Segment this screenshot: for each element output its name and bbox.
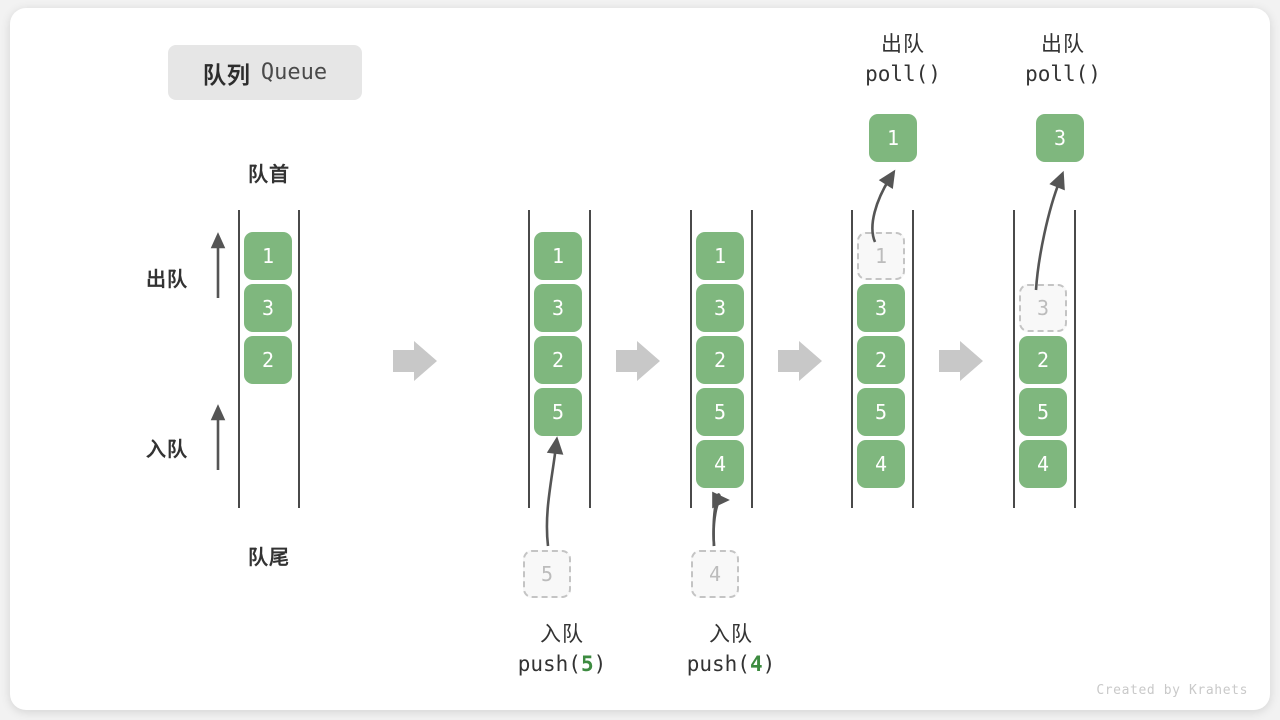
caption-push-4-code: push(4) <box>631 650 831 680</box>
queue-cell-new: 4 <box>696 440 744 488</box>
diagram-card <box>10 8 1270 710</box>
incoming-ghost-box: 4 <box>691 550 739 598</box>
enqueue-direction-label: 入队 <box>146 439 188 461</box>
push-arg: 4 <box>749 651 763 676</box>
outgoing-ghost-box: 3 <box>1019 284 1067 332</box>
queue-cell: 3 <box>534 284 582 332</box>
caption-push-5-code: push(5) <box>462 650 662 680</box>
queue-cell: 5 <box>696 388 744 436</box>
title-en: Queue <box>260 60 328 85</box>
credit-text: Created by Krahets <box>1096 683 1248 698</box>
push-paren-close: ) <box>762 651 776 676</box>
queue-cell: 1 <box>534 232 582 280</box>
queue-cell: 5 <box>857 388 905 436</box>
rail-left-col1 <box>238 210 240 508</box>
queue-cell: 2 <box>244 336 292 384</box>
rail-right-col3 <box>751 210 753 508</box>
push-fn-name: push( <box>517 651 581 676</box>
queue-cell: 2 <box>1019 336 1067 384</box>
queue-cell: 2 <box>534 336 582 384</box>
caption-push-5-cn: 入队 <box>540 623 584 646</box>
caption-push-4-cn: 入队 <box>709 623 753 646</box>
rail-right-col5 <box>1074 210 1076 508</box>
title-badge: 队列 Queue <box>168 45 362 100</box>
queue-cell: 1 <box>244 232 292 280</box>
queue-cell: 3 <box>857 284 905 332</box>
queue-cell: 3 <box>696 284 744 332</box>
caption-poll-2-cn: 出队 <box>1041 33 1085 56</box>
incoming-ghost-box: 5 <box>523 550 571 598</box>
queue-cell: 4 <box>857 440 905 488</box>
rail-right-col2 <box>589 210 591 508</box>
polled-value-box: 1 <box>869 114 917 162</box>
rail-left-col2 <box>528 210 530 508</box>
caption-poll-2: 出队 poll() <box>963 30 1163 90</box>
queue-cell: 2 <box>696 336 744 384</box>
queue-front-label: 队首 <box>248 164 290 186</box>
rail-right-col4 <box>912 210 914 508</box>
caption-poll-1: 出队 poll() <box>803 30 1003 90</box>
push-paren-close: ) <box>593 651 607 676</box>
queue-cell: 4 <box>1019 440 1067 488</box>
queue-cell: 2 <box>857 336 905 384</box>
rail-left-col3 <box>690 210 692 508</box>
push-fn-name: push( <box>686 651 750 676</box>
rail-left-col4 <box>851 210 853 508</box>
push-arg: 5 <box>580 651 594 676</box>
caption-push-5: 入队 push(5) <box>462 620 662 680</box>
queue-cell: 3 <box>244 284 292 332</box>
polled-value-box: 3 <box>1036 114 1084 162</box>
queue-rear-label: 队尾 <box>248 547 290 569</box>
queue-cell-new: 5 <box>534 388 582 436</box>
queue-cell: 5 <box>1019 388 1067 436</box>
title-cn: 队列 <box>202 61 251 88</box>
rail-left-col5 <box>1013 210 1015 508</box>
caption-poll-1-cn: 出队 <box>881 33 925 56</box>
caption-push-4: 入队 push(4) <box>631 620 831 680</box>
dequeue-direction-label: 出队 <box>146 269 188 291</box>
outgoing-ghost-box: 1 <box>857 232 905 280</box>
caption-poll-2-code: poll() <box>1025 61 1101 86</box>
queue-cell: 1 <box>696 232 744 280</box>
rail-right-col1 <box>298 210 300 508</box>
caption-poll-1-code: poll() <box>865 61 941 86</box>
